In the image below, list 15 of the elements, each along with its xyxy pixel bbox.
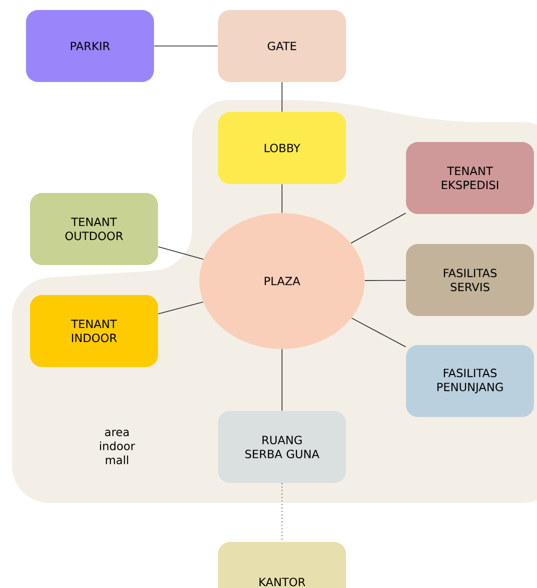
process-box: TENANT EKSPEDISI <box>406 142 534 214</box>
process-box: TENANT OUTDOOR <box>30 193 158 265</box>
connector-line <box>350 212 406 244</box>
process-box: FASILITAS PENUNJANG <box>406 345 534 417</box>
connector-line <box>158 302 204 314</box>
process-box: RUANG SERBA GUNA <box>218 411 346 483</box>
process-box: GATE <box>218 10 346 82</box>
process-box: KANTOR <box>218 542 346 588</box>
process-box: FASILITAS SERVIS <box>406 244 534 316</box>
process-box: TENANT INDOOR <box>30 295 158 367</box>
connector-line <box>351 318 406 348</box>
connector-line <box>158 246 204 260</box>
process-box: LOBBY <box>218 112 346 184</box>
connector-line <box>364 280 406 281</box>
process-box: PARKIR <box>26 10 154 82</box>
